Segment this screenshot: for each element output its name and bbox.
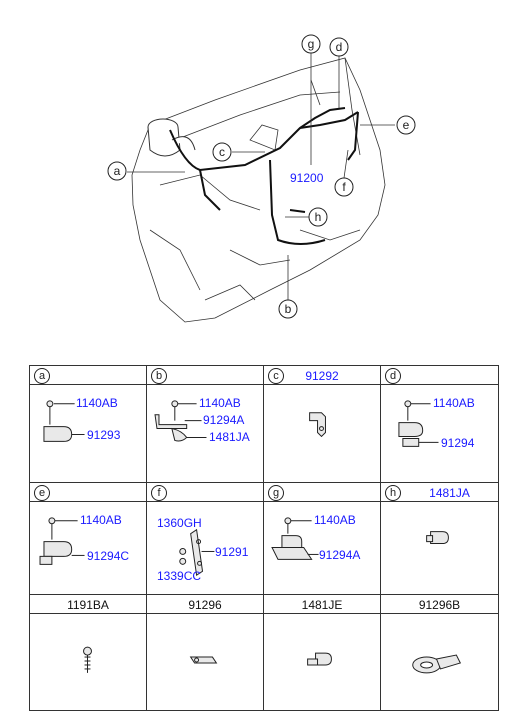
cell-body: 1140AB 91294 (381, 385, 498, 482)
part-label[interactable]: 91293 (87, 428, 121, 442)
cell-body: 1140AB 91294A 1481JA (147, 385, 263, 482)
cell-1481JE[interactable] (263, 613, 381, 711)
cell-h[interactable]: h 1481JA (380, 482, 499, 595)
bolt-clip-icon (398, 400, 439, 447)
part-code[interactable]: 91292 (305, 369, 339, 383)
cell-f[interactable]: f 1360GH 91291 1339CC (146, 482, 264, 595)
cell-header: a (30, 366, 146, 385)
cell-letter: e (34, 485, 50, 501)
part-label[interactable]: 1481JA (209, 430, 250, 444)
svg-text:a: a (114, 164, 121, 178)
header-91296B[interactable]: 91296B (380, 594, 499, 614)
header-1191BA[interactable]: 1191BA (29, 594, 147, 614)
table-row: a 1140AB 91293 b (29, 365, 499, 483)
part-code[interactable]: 1191BA (67, 598, 109, 612)
callout-g[interactable]: g (301, 34, 321, 54)
bolt-clip-icon (39, 517, 85, 565)
svg-text:c: c (219, 145, 225, 159)
part-label[interactable]: 91294A (203, 413, 245, 427)
engine-wiring-diagram: a b c d e f g h 91200 (107, 34, 416, 323)
cell-letter: a (34, 368, 50, 384)
cell-letter: b (151, 368, 167, 384)
svg-text:e: e (403, 118, 410, 132)
svg-text:b: b (285, 302, 292, 316)
cell-91296[interactable] (146, 613, 264, 711)
part-label[interactable]: 1140AB (433, 396, 475, 410)
cell-letter: h (385, 485, 401, 501)
cell-body: 1140AB 91293 (30, 385, 146, 482)
cell-letter: g (268, 485, 284, 501)
cell-header: b (147, 366, 263, 385)
cell-header: e (30, 483, 146, 502)
svg-text:h: h (315, 210, 322, 224)
callout-e[interactable]: e (396, 115, 416, 135)
part-code[interactable]: 91296B (418, 598, 461, 612)
bolt-clip-icon (43, 400, 85, 442)
cell-body: 1140AB 91294C (30, 502, 146, 594)
wiring-harness (169, 107, 359, 245)
ring-terminal-icon (412, 654, 462, 674)
part-label[interactable]: 1140AB (80, 513, 122, 527)
callout-d[interactable]: d (329, 37, 349, 57)
cell-header: g (264, 483, 380, 502)
parts-table: a 1140AB 91293 b (29, 365, 499, 711)
part-label[interactable]: 91294A (319, 548, 361, 562)
svg-text:g: g (308, 37, 315, 51)
cell-body (381, 502, 498, 594)
callout-c[interactable]: c (212, 142, 232, 162)
part-code[interactable]: 1481JE (301, 598, 343, 612)
part-label[interactable]: 1140AB (76, 396, 118, 410)
part-label[interactable]: 1360GH (157, 516, 202, 530)
cell-1191BA[interactable] (29, 613, 147, 711)
engine-block-outline (131, 57, 386, 323)
cell-letter: f (151, 485, 167, 501)
callout-f[interactable]: f (334, 177, 354, 197)
cell-c[interactable]: c 91292 (263, 365, 381, 483)
table-row: 1191BA 91296 1481JE 91296B (29, 594, 499, 614)
bolt-icon (83, 646, 92, 673)
cell-header: d (381, 366, 498, 385)
part-code[interactable]: 1481JA (429, 486, 470, 500)
cell-e[interactable]: e 1140AB 91294C (29, 482, 147, 595)
main-part-label[interactable]: 91200 (290, 171, 324, 185)
callout-b[interactable]: b (278, 299, 298, 319)
bracket-nut-icon (179, 528, 215, 577)
svg-text:f: f (342, 180, 346, 194)
table-row: e 1140AB 91294C f (29, 482, 499, 595)
clip-icon (307, 652, 332, 666)
cell-body: 1140AB 91294A (264, 502, 380, 594)
part-label[interactable]: 1140AB (199, 396, 241, 410)
bracket-icon (309, 412, 326, 438)
part-label[interactable]: 1339CC (157, 569, 202, 583)
header-1481JE[interactable]: 1481JE (263, 594, 381, 614)
cell-header: c 91292 (264, 366, 380, 385)
cell-letter: c (268, 368, 284, 384)
part-label[interactable]: 91291 (215, 545, 249, 559)
cell-header: f (147, 483, 263, 502)
callout-h[interactable]: h (308, 207, 328, 227)
cell-body (264, 385, 380, 482)
cell-body: 1360GH 91291 1339CC (147, 502, 263, 594)
cell-g[interactable]: g 1140AB 91294A (263, 482, 381, 595)
table-row (29, 613, 499, 711)
clip-icon (426, 531, 449, 545)
cell-d[interactable]: d 1140AB 91294 (380, 365, 499, 483)
cell-letter: d (385, 368, 401, 384)
callout-a[interactable]: a (107, 161, 127, 181)
part-label[interactable]: 91294C (87, 549, 130, 563)
header-91296[interactable]: 91296 (146, 594, 264, 614)
bracket-clip-icon (271, 517, 319, 560)
part-label[interactable]: 1140AB (314, 513, 356, 527)
air-intake (147, 118, 196, 157)
cell-a[interactable]: a 1140AB 91293 (29, 365, 147, 483)
bracket-clip-icon (154, 400, 207, 442)
cell-header: h 1481JA (381, 483, 498, 502)
leader-lines (127, 53, 395, 302)
terminal-icon (189, 656, 218, 664)
part-code[interactable]: 91296 (188, 598, 222, 612)
svg-text:d: d (336, 40, 343, 54)
cell-b[interactable]: b 1140AB 91294A 1481JA (146, 365, 264, 483)
part-label[interactable]: 91294 (441, 436, 475, 450)
cell-91296B[interactable] (380, 613, 499, 711)
